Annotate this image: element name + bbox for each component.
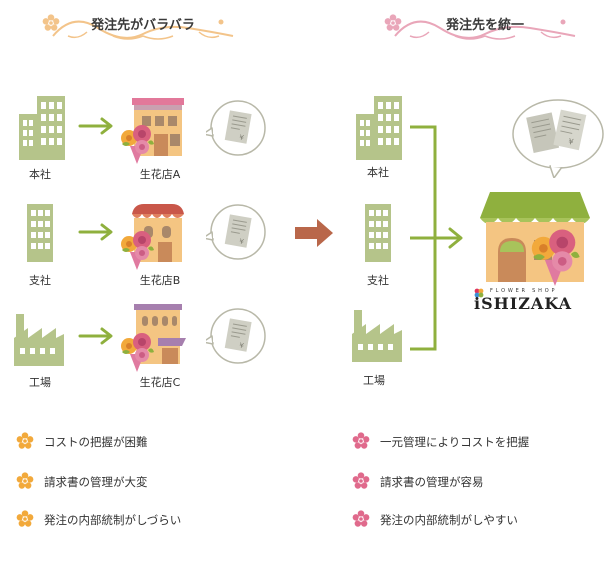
factory-icon bbox=[14, 314, 64, 366]
origin-label: 工場 bbox=[29, 376, 51, 389]
invoice-bubble-icon bbox=[206, 306, 266, 368]
origin-label: 本社 bbox=[367, 166, 389, 179]
logo-name: iSHIZAKA bbox=[474, 294, 572, 313]
logo-flower-icon bbox=[474, 288, 484, 298]
list-item: 請求書の管理が容易 bbox=[352, 472, 592, 492]
invoice-bubble-icon bbox=[206, 202, 266, 264]
list-item-text: コストの把握が困難 bbox=[44, 435, 148, 449]
arrow-right-icon bbox=[78, 223, 113, 241]
pink-flower-icon bbox=[352, 432, 370, 450]
list-item-text: 一元管理によりコストを把握 bbox=[380, 435, 530, 449]
merge-bracket-arrow-icon bbox=[410, 125, 463, 351]
origin-label: 支社 bbox=[29, 274, 51, 287]
branch-building-icon bbox=[27, 204, 53, 262]
list-item-text: 発注の内部統制がしづらい bbox=[44, 513, 182, 527]
list-item-text: 請求書の管理が容易 bbox=[380, 475, 484, 489]
orange-flower-icon bbox=[16, 472, 34, 490]
list-item: コストの把握が困難 bbox=[16, 432, 236, 452]
origin-label: 工場 bbox=[363, 374, 385, 387]
list-item-text: 請求書の管理が大変 bbox=[44, 475, 148, 489]
invoices-bubble-icon bbox=[510, 96, 606, 178]
list-item: 発注の内部統制がしづらい bbox=[16, 510, 236, 530]
shop-label: 生花店B bbox=[139, 274, 181, 287]
list-item-text: 発注の内部統制がしやすい bbox=[380, 513, 518, 527]
pink-flower-icon bbox=[352, 472, 370, 490]
arrow-right-icon bbox=[78, 327, 113, 345]
list-item: 一元管理によりコストを把握 bbox=[352, 432, 592, 452]
factory-icon bbox=[352, 310, 402, 362]
left-title: 発注先がバラバラ bbox=[91, 18, 195, 33]
transition-arrow-icon bbox=[295, 219, 333, 247]
ishizaka-logo: FLOWER SHOP iSHIZAKA bbox=[472, 286, 582, 314]
right-title: 発注先を統一 bbox=[445, 18, 524, 33]
shop-label: 生花店C bbox=[139, 376, 181, 389]
left-header: 発注先がバラバラ bbox=[38, 4, 248, 44]
shop-label: 生花店A bbox=[139, 168, 181, 181]
headquarters-building-icon bbox=[19, 96, 65, 160]
invoice-bubble-icon bbox=[206, 98, 266, 160]
orange-flower-icon bbox=[16, 510, 34, 528]
right-header: 発注先を統一 bbox=[380, 4, 590, 44]
bouquet-icon bbox=[120, 124, 154, 164]
pink-flower-icon bbox=[352, 510, 370, 528]
bouquet-icon bbox=[120, 332, 154, 372]
orange-flower-icon bbox=[16, 432, 34, 450]
list-item: 請求書の管理が大変 bbox=[16, 472, 236, 492]
bouquet-icon bbox=[120, 230, 154, 270]
list-item: 発注の内部統制がしやすい bbox=[352, 510, 592, 530]
headquarters-building-icon bbox=[356, 96, 402, 160]
arrow-right-icon bbox=[78, 117, 113, 135]
branch-building-icon bbox=[365, 204, 391, 262]
bouquet-icon bbox=[530, 228, 580, 286]
origin-label: 支社 bbox=[367, 274, 389, 287]
origin-label: 本社 bbox=[29, 168, 51, 181]
logo-subtitle: FLOWER SHOP bbox=[490, 288, 558, 294]
